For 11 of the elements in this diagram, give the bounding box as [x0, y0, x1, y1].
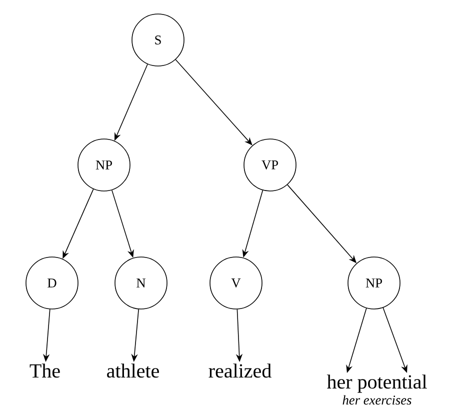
tree-node: N: [114, 256, 168, 310]
word-label: her potential her exercises: [326, 374, 427, 405]
tree-node: V: [210, 256, 262, 310]
word-label: The: [30, 364, 60, 378]
tree-node: D: [26, 256, 78, 310]
tree-node: S: [132, 14, 184, 66]
word-label: athlete: [107, 364, 159, 378]
tree-node: VP: [244, 138, 296, 192]
tree-node: NP: [78, 138, 130, 192]
tree-node: NP: [348, 256, 400, 310]
word-label: realized: [208, 364, 272, 378]
